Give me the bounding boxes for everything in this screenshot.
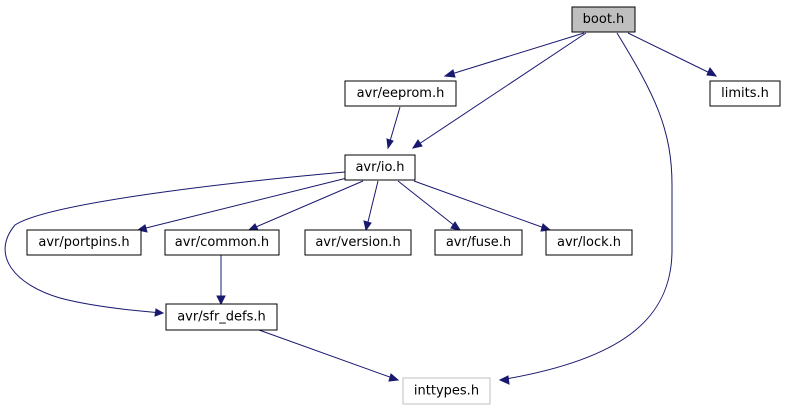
edge-boot-to-io <box>411 32 587 149</box>
edge-io-to-sfr-defs <box>4 171 346 317</box>
node-label: avr/version.h <box>315 235 400 250</box>
edge-boot-to-limits <box>627 32 718 77</box>
node-label: avr/eeprom.h <box>357 86 445 101</box>
node-label: inttypes.h <box>414 384 479 399</box>
node-label: limits.h <box>721 86 769 101</box>
node-avr-portpins-h[interactable]: avr/portpins.h <box>26 229 142 256</box>
edge-boot-to-eeprom <box>443 32 585 78</box>
node-label: avr/common.h <box>175 235 269 250</box>
node-avr-fuse-h[interactable]: avr/fuse.h <box>434 229 523 256</box>
node-avr-sfr-defs-h[interactable]: avr/sfr_defs.h <box>165 303 278 331</box>
node-avr-lock-h[interactable]: avr/lock.h <box>545 229 633 256</box>
node-label: avr/sfr_defs.h <box>177 310 266 325</box>
edge-sfr-defs-to-inttypes <box>258 329 400 382</box>
edge-io-to-portpins <box>136 177 348 233</box>
node-label: avr/fuse.h <box>446 235 511 250</box>
node-label: boot.h <box>583 12 625 27</box>
node-limits-h[interactable]: limits.h <box>709 80 781 107</box>
edge-io-to-lock <box>413 180 552 232</box>
edge-common-to-sfr-defs <box>216 255 226 306</box>
edge-boot-to-inttypes <box>498 32 673 385</box>
node-avr-version-h[interactable]: avr/version.h <box>304 229 412 256</box>
node-avr-common-h[interactable]: avr/common.h <box>164 229 280 256</box>
node-avr-eeprom-h[interactable]: avr/eeprom.h <box>344 80 457 107</box>
edge-io-to-fuse <box>397 180 462 231</box>
edge-eeprom-to-io <box>386 106 401 150</box>
node-label: avr/io.h <box>355 160 404 175</box>
node-label: avr/lock.h <box>557 235 621 250</box>
node-inttypes-h[interactable]: inttypes.h <box>402 377 491 405</box>
edge-io-to-version <box>363 180 379 232</box>
node-boot-h[interactable]: boot.h <box>571 6 636 33</box>
node-avr-io-h[interactable]: avr/io.h <box>344 154 416 181</box>
node-label: avr/portpins.h <box>38 235 129 250</box>
